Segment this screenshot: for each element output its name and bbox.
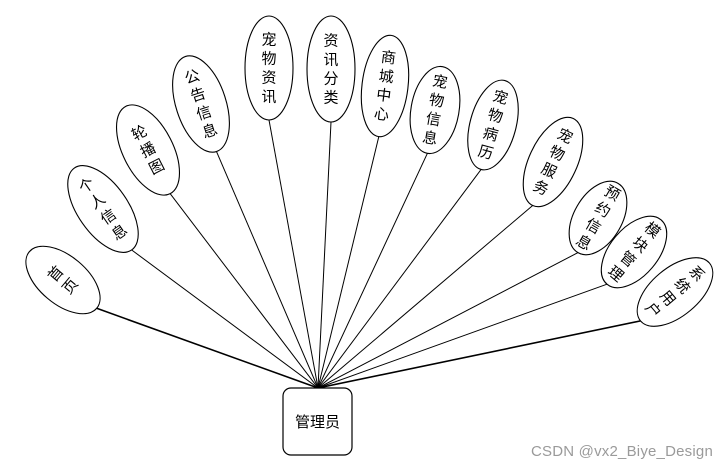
attribute-ellipse bbox=[172, 55, 230, 153]
connector-line bbox=[96, 307, 319, 389]
attribute-node: 首页 bbox=[25, 245, 101, 315]
attribute-node: 宠物病历 bbox=[467, 79, 519, 171]
connector-lines bbox=[96, 119, 641, 389]
attribute-label: 公告信息 bbox=[182, 66, 219, 142]
connector-line bbox=[317, 121, 332, 389]
attribute-ellipse bbox=[115, 104, 181, 196]
connector-line bbox=[216, 151, 319, 389]
attribute-label: 宠物资讯 bbox=[261, 31, 276, 106]
connector-line bbox=[317, 136, 380, 389]
attribute-ellipse bbox=[568, 180, 628, 256]
center-entity: 管理员 bbox=[282, 387, 353, 456]
attribute-node: 宠物资讯 bbox=[244, 15, 294, 121]
attribute-node: 资讯分类 bbox=[306, 15, 356, 123]
connector-line bbox=[317, 153, 428, 389]
attribute-ellipse bbox=[360, 34, 410, 138]
attribute-node: 轮播图 bbox=[115, 104, 181, 196]
attribute-label: 轮播图 bbox=[129, 122, 168, 179]
attribute-label: 宠物信息 bbox=[421, 72, 449, 148]
attribute-ellipse bbox=[636, 257, 714, 327]
attribute-node: 预约信息 bbox=[568, 180, 628, 256]
attribute-node: 个人信息 bbox=[67, 165, 139, 253]
connector-line bbox=[131, 249, 319, 389]
connector-line bbox=[317, 283, 608, 389]
attribute-label: 商城中心 bbox=[373, 48, 397, 124]
attribute-node: 商城中心 bbox=[360, 34, 410, 138]
connector-line bbox=[317, 205, 534, 389]
attribute-ellipse bbox=[467, 79, 519, 171]
attribute-node: 模块管理 bbox=[600, 215, 668, 289]
attribute-node: 公告信息 bbox=[172, 55, 230, 153]
attribute-node: 宠物服务 bbox=[522, 116, 584, 208]
center-entity-box bbox=[282, 387, 353, 456]
center-entity-label: 管理员 bbox=[295, 413, 340, 431]
attribute-node: 系统用户 bbox=[636, 257, 714, 327]
attribute-node: 宠物信息 bbox=[409, 65, 461, 155]
attribute-label: 资讯分类 bbox=[323, 32, 338, 107]
attribute-ellipse bbox=[600, 215, 668, 289]
attribute-ellipse bbox=[67, 165, 139, 253]
attribute-label: 宠物病历 bbox=[476, 87, 510, 163]
connector-line bbox=[317, 169, 482, 389]
attribute-label: 宠物服务 bbox=[530, 125, 575, 199]
connector-line bbox=[268, 119, 319, 389]
connector-line bbox=[317, 252, 579, 389]
watermark: CSDN @vx2_Biye_Design bbox=[531, 443, 713, 460]
attribute-ellipse bbox=[306, 15, 356, 123]
attribute-ellipse bbox=[25, 245, 101, 315]
connector-line bbox=[317, 320, 641, 389]
attribute-ellipse bbox=[244, 15, 294, 121]
attribute-ellipse bbox=[409, 65, 461, 155]
connector-line bbox=[169, 193, 319, 389]
attribute-nodes: 首页个人信息轮播图公告信息 宠物资讯 资讯分类 商城中心宠物信息宠物病历宠物服务预约信… bbox=[25, 15, 714, 327]
attribute-ellipse bbox=[522, 116, 584, 208]
